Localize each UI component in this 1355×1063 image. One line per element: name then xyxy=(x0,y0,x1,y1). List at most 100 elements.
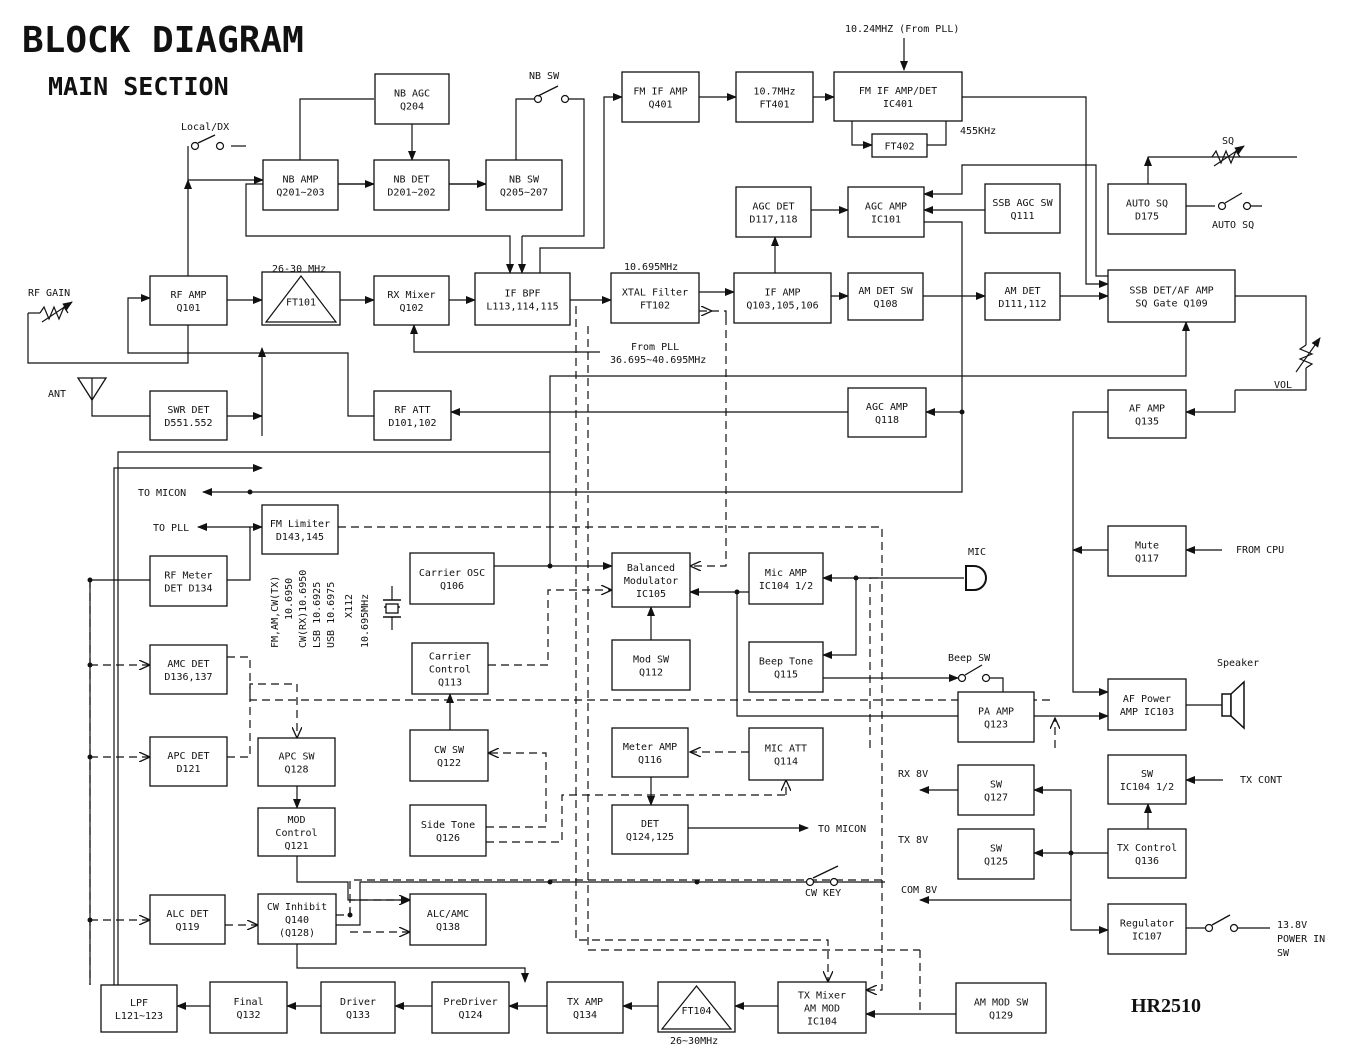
block-am-mod-sw-line-1: Q129 xyxy=(989,1011,1013,1022)
block-ssb-agc-sw-line-1: Q111 xyxy=(1010,211,1034,222)
block-tx-amp-line-1: Q134 xyxy=(573,1010,597,1021)
block-nb-amp-line-0: NB AMP xyxy=(282,175,318,186)
crystal-icon xyxy=(383,586,401,630)
block-regulator-line-0: Regulator xyxy=(1120,919,1174,930)
label-freq-6: X112 xyxy=(344,594,355,618)
block-alc-amc-line-0: ALC/AMC xyxy=(427,909,469,920)
block-nb-agc-line-0: NB AGC xyxy=(394,89,430,100)
block-final-line-1: Q132 xyxy=(236,1010,260,1021)
block-ft101-filter: FT101 xyxy=(261,271,341,326)
block-af-amp-line-0: AF AMP xyxy=(1129,404,1165,415)
label-freq-7: 10.695MHz xyxy=(360,594,371,648)
block-ssb-det-line-0: SSB DET/AF AMP xyxy=(1129,286,1213,297)
block-mute-line-0: Mute xyxy=(1135,541,1159,552)
block-apc-det-line-1: D121 xyxy=(176,764,200,775)
block-ssb-agc-sw: SSB AGC SW Q111 xyxy=(984,183,1061,234)
label-to-micon-2: TO MICON xyxy=(818,824,866,835)
block-meter-amp-line-1: Q116 xyxy=(638,755,662,766)
block-am-det-line-1: D111,112 xyxy=(998,299,1046,310)
block-bal-mod-line-0: Balanced xyxy=(627,563,675,574)
antenna-icon xyxy=(76,377,108,402)
block-am-det-line-0: AM DET xyxy=(1004,286,1040,297)
block-if-amp: IF AMP Q103,105,106 xyxy=(733,272,832,324)
block-swr-det-line-1: D551.552 xyxy=(164,418,212,429)
block-amc-det-line-0: AMC DET xyxy=(167,659,209,670)
block-meter-amp-line-0: Meter AMP xyxy=(623,742,677,753)
block-cw-inhibit-line-1: Q140 xyxy=(285,915,309,926)
block-agc-amp1-line-0: AGC AMP xyxy=(865,202,907,213)
label-freq-4: LSB 10.6925 xyxy=(312,582,323,648)
block-tx-mixer-line-2: IC104 xyxy=(807,1017,837,1028)
block-mic-amp-line-1: IC104 1/2 xyxy=(759,581,813,592)
block-fm-limiter-line-1: D143,145 xyxy=(276,532,324,543)
block-carrier-ctrl-line-2: Q113 xyxy=(438,678,462,689)
junction-dots xyxy=(87,409,1074,923)
block-am-mod-sw-line-0: AM MOD SW xyxy=(974,998,1029,1009)
label-freq-2: 10.6950 xyxy=(284,578,295,620)
block-ft104-label: FT104 xyxy=(681,1006,711,1017)
block-mod-ctrl-line-2: Q121 xyxy=(284,841,308,852)
block-ft402-line-0: FT402 xyxy=(884,142,914,153)
block-if-amp-line-0: IF AMP xyxy=(764,288,800,299)
block-if-amp-line-1: Q103,105,106 xyxy=(746,301,818,312)
block-rf-meter-line-1: DET D134 xyxy=(164,584,212,595)
block-carrier-ctrl-line-1: Control xyxy=(429,665,471,676)
label-ant: ANT xyxy=(48,389,66,400)
label-from-cpu: FROM CPU xyxy=(1236,545,1284,556)
block-agc-amp1-line-1: IC101 xyxy=(871,215,901,226)
label-local-dx: Local/DX xyxy=(181,122,229,133)
block-mod-sw-line-1: Q112 xyxy=(639,668,663,679)
block-rf-amp-line-1: Q101 xyxy=(176,303,200,314)
block-bal-mod-line-2: IC105 xyxy=(636,589,666,600)
block-alc-det-line-1: Q119 xyxy=(175,922,199,933)
block-apc-det-line-0: APC DET xyxy=(167,751,209,762)
label-13-8v: 13.8V xyxy=(1277,920,1307,931)
block-agc-det-line-0: AGC DET xyxy=(752,202,794,213)
block-if-bpf-line-0: IF BPF xyxy=(504,289,540,300)
block-predriver-line-0: PreDriver xyxy=(443,997,497,1008)
block-am-mod-sw: AM MOD SW Q129 xyxy=(955,982,1047,1034)
block-agc-amp2-line-0: AGC AMP xyxy=(866,402,908,413)
block-tx-ctrl-line-1: Q136 xyxy=(1135,856,1159,867)
label-tx8v: TX 8V xyxy=(898,835,928,846)
block-cw-sw-line-1: Q122 xyxy=(437,758,461,769)
label-sw: SW xyxy=(1277,948,1290,959)
block-ssb-det-line-1: SQ Gate Q109 xyxy=(1135,299,1207,310)
block-final-line-0: Final xyxy=(233,997,263,1008)
block-ssb-agc-sw-line-0: SSB AGC SW xyxy=(992,198,1053,209)
block-auto-sq-line-0: AUTO SQ xyxy=(1126,199,1168,210)
block-fm-if-amp-line-0: FM IF AMP xyxy=(633,87,687,98)
block-sw-q127-line-1: Q127 xyxy=(984,793,1008,804)
block-agc-amp1: AGC AMP IC101 xyxy=(847,186,925,238)
block-ft101-label: FT101 xyxy=(286,298,316,309)
block-tx-mixer-line-0: TX Mixer xyxy=(798,991,846,1002)
label-455khz: 455KHz xyxy=(960,126,996,137)
block-rf-amp-line-0: RF AMP xyxy=(170,290,206,301)
block-cw-inhibit-line-0: CW Inhibit xyxy=(267,902,327,913)
